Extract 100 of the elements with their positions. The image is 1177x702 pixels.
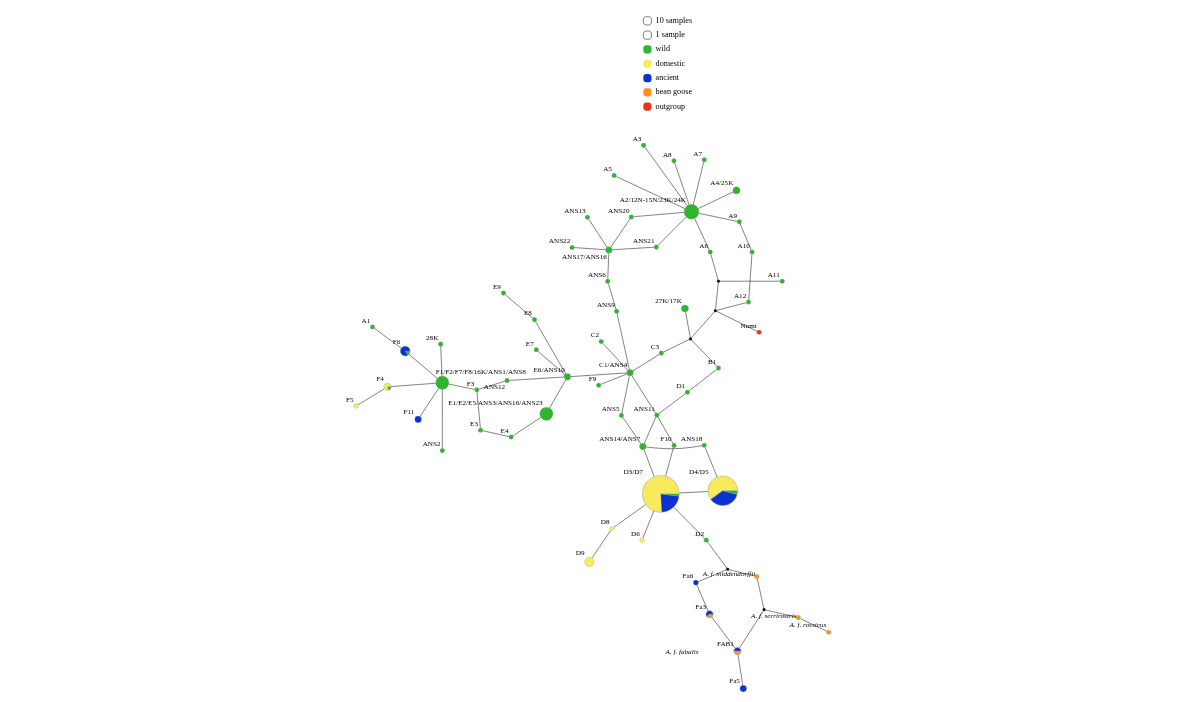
node-circle [585,214,590,220]
node-circle [605,246,613,254]
connector [535,321,567,375]
connector [610,218,631,248]
node-circle [478,427,483,433]
node-circle [754,574,760,580]
node-circle [684,389,690,395]
node-circle [826,629,832,635]
connector [800,618,827,632]
connector [607,253,610,280]
legend-label: ancient [655,72,680,82]
node-circle [762,608,766,612]
connector [537,351,566,375]
legend-label: 1 sample [655,30,685,40]
node-circle [707,249,713,255]
node-circle [658,350,664,356]
node-circle [713,309,717,313]
node-circle [504,378,510,384]
node-circle [756,329,762,335]
connector [602,342,629,371]
node-circle [353,403,359,409]
connector [688,369,717,392]
connector [509,376,565,381]
node-circle [564,373,571,381]
node-circle [474,387,480,393]
connector [622,417,642,444]
connector [646,445,703,450]
node-circle [701,157,707,163]
node-circle [370,324,375,330]
node-circle [435,375,450,390]
node-circle [749,249,755,255]
connector [704,447,718,478]
connector [440,346,443,377]
connector [665,447,674,477]
connector [691,311,715,338]
connector [408,354,438,379]
node-circle [414,415,422,423]
node-circle [739,685,747,693]
connector [374,328,402,349]
connector [685,311,691,338]
connector [693,161,704,205]
connector [642,510,655,539]
connector [512,417,542,436]
node-circle [736,219,742,225]
connector [570,372,627,377]
node-circle [618,412,624,418]
connector [616,176,686,209]
connector [716,302,747,311]
node-circle [703,537,709,543]
node-circle [439,448,445,454]
connector [678,491,709,494]
legend-label: outgroup [655,101,686,111]
connector [632,354,660,372]
connector [674,162,690,205]
node-circle [628,214,634,220]
connector [711,616,736,649]
connector [621,375,630,414]
connector [611,246,655,251]
connector [739,223,752,251]
connector [631,375,656,414]
node-circle [732,186,741,195]
node-circle [641,142,647,148]
connector [715,282,719,310]
connector [663,339,690,353]
connector [549,379,567,409]
connector [707,541,728,569]
connector [643,449,655,477]
connector [739,610,764,649]
node-circle [611,173,617,178]
node-circle [501,290,506,296]
node-circle [693,579,699,586]
connector [737,654,744,686]
connector [504,294,533,319]
connector [710,254,719,281]
node-circle [683,204,700,220]
node-circle [438,341,444,347]
connector [643,417,657,444]
node-circle [569,245,575,250]
node-circle [746,299,751,305]
connector [698,191,734,209]
node-circle [639,537,645,543]
node-circle [716,279,720,283]
node-circle [671,158,677,164]
connector [591,530,611,559]
connector [633,212,685,218]
connector [698,569,727,582]
connector [588,219,608,248]
node-circle [539,407,554,421]
connector [608,283,617,310]
connector [390,382,436,387]
node-circle [532,317,537,323]
connector [757,578,765,609]
node-circle [689,337,693,341]
node-circle [533,347,539,353]
connector [716,311,758,332]
node-circle [605,278,611,284]
connector [419,388,439,417]
node-circle [596,382,602,388]
connector [691,339,718,367]
node-circle [716,365,721,371]
